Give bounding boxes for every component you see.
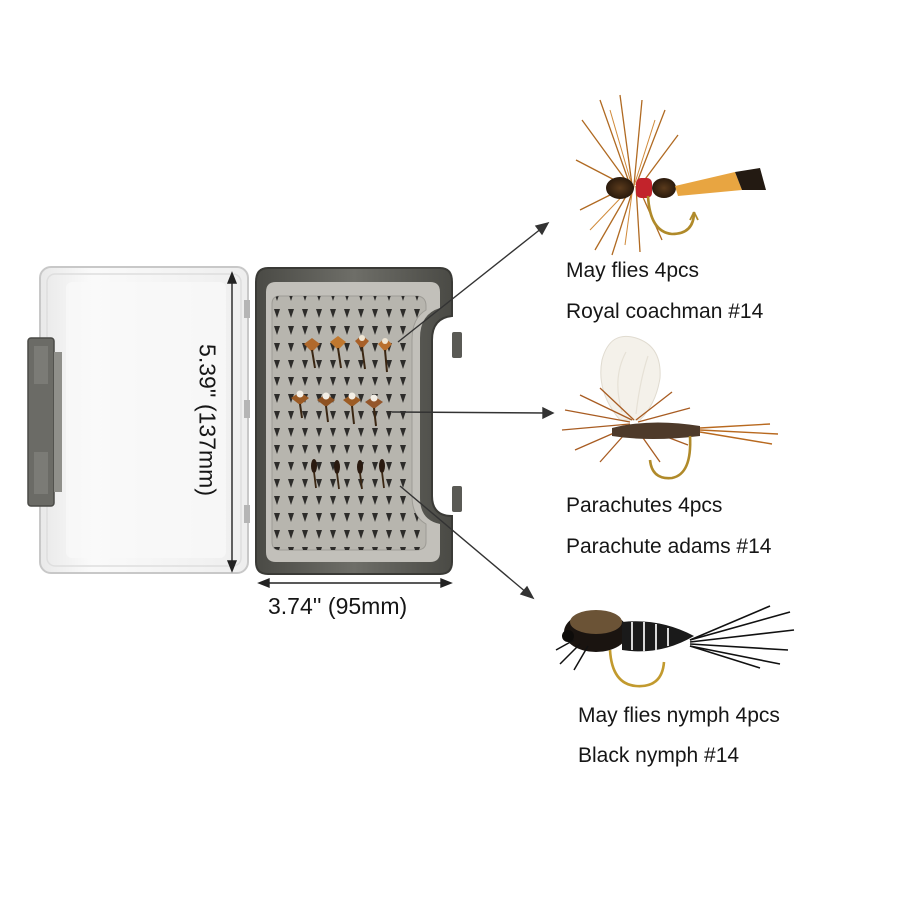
parachute-adams-fly-icon <box>561 335 779 480</box>
fly-2-pattern: Parachute adams #14 <box>566 535 772 558</box>
royal-coachman-fly-icon <box>575 94 766 256</box>
boxed-flies <box>291 335 392 490</box>
black-nymph-fly-icon <box>555 605 795 688</box>
leader-arrows <box>391 221 555 600</box>
fly-3-pattern: Black nymph #14 <box>578 744 740 767</box>
fly-box-icon <box>255 267 462 575</box>
fly-3-name: May flies nymph 4pcs <box>578 704 780 727</box>
dimension-lines <box>226 271 453 589</box>
box-lid <box>27 266 250 574</box>
fly-2-name: Parachutes 4pcs <box>566 494 723 517</box>
fly-1-name: May flies 4pcs <box>566 259 700 282</box>
width-dimension-label: 3.74'' (95mm) <box>268 593 408 619</box>
fly-1-pattern: Royal coachman #14 <box>566 300 764 323</box>
height-dimension-label: 5.39'' (137mm) <box>194 344 221 496</box>
